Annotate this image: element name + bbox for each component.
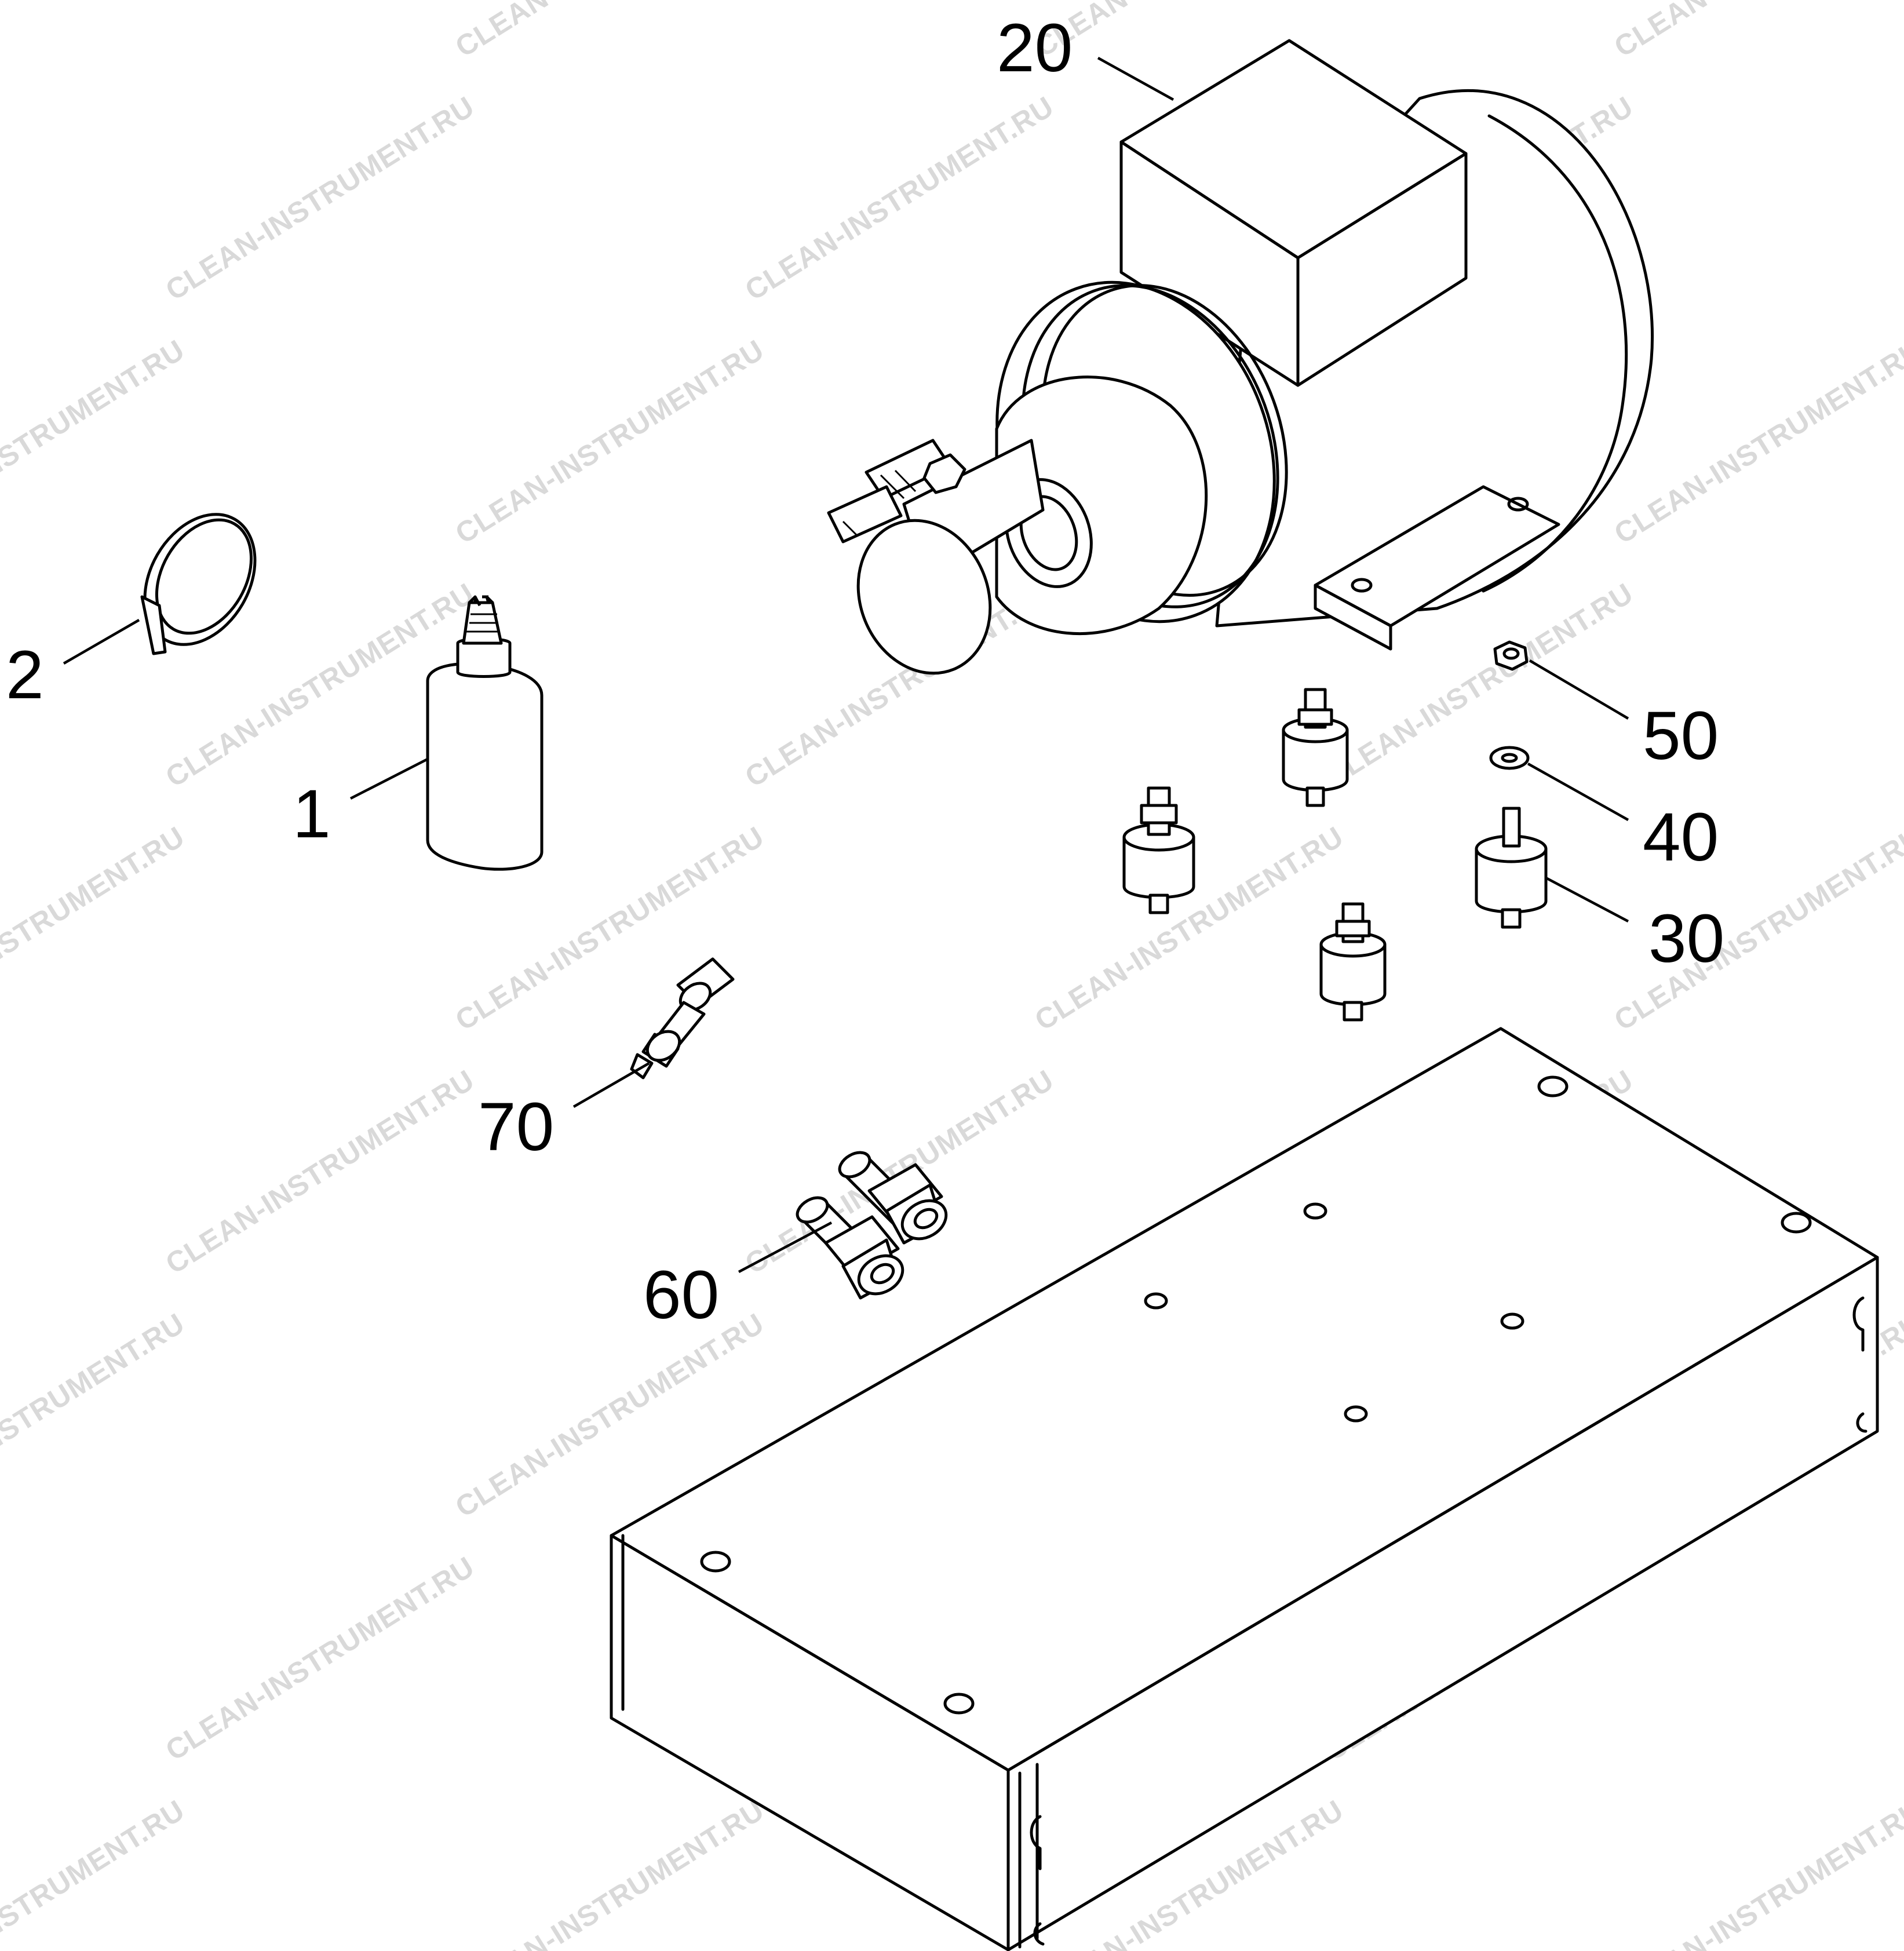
part-70-connector [630, 957, 735, 1080]
leader-2 [63, 619, 140, 665]
watermark-text: CLEAN-INSTRUMENT.RU [739, 1063, 1059, 1280]
callout-20: 20 [997, 10, 1073, 86]
callout-50: 50 [1643, 698, 1719, 774]
part-60-hose-fittings [796, 1151, 948, 1300]
watermark-text: CLEAN-INSTRUMENT.RU [0, 1307, 190, 1523]
base-tray [610, 1027, 1879, 1951]
watermark-text: CLEAN-INSTRUMENT.RU [0, 820, 190, 1037]
watermark-text: CLEAN-INSTRUMENT.RU [160, 90, 480, 307]
part-20-pump-motor [827, 39, 1654, 675]
watermark-text: CLEAN-INSTRUMENT.RU [450, 0, 769, 63]
leader-1 [349, 757, 429, 800]
part-1-bottle [426, 595, 544, 871]
leader-50 [1529, 659, 1629, 720]
leader-20 [1097, 57, 1175, 101]
watermark-text: CLEAN-INSTRUMENT.RU [1608, 333, 1904, 550]
watermark-text: CLEAN-INSTRUMENT.RU [739, 90, 1059, 307]
watermark-text: CLEAN-INSTRUMENT.RU [1898, 1550, 1904, 1767]
callouts: 20 2 1 50 40 30 70 60 [6, 10, 1724, 1333]
callout-70: 70 [478, 1089, 554, 1165]
callout-40: 40 [1643, 799, 1719, 876]
part-2-cable-tie [140, 513, 257, 655]
callout-60: 60 [643, 1257, 719, 1333]
leader-lines [63, 57, 1629, 1273]
leader-60 [738, 1221, 833, 1273]
callout-2: 2 [6, 637, 44, 713]
watermark-text: CLEAN-INSTRUMENT.RU [0, 333, 190, 550]
watermark-text: CLEAN-INSTRUMENT.RU [1608, 1793, 1904, 1951]
part-30-dampers [1122, 688, 1548, 1022]
watermark-text: CLEAN-INSTRUMENT.RU [1608, 0, 1904, 63]
watermark-text: CLEAN-INSTRUMENT.RU [0, 1793, 190, 1951]
part-50-nut [1493, 640, 1529, 671]
watermark-text: CLEAN-INSTRUMENT.RU [450, 333, 769, 550]
leader-70 [572, 1062, 650, 1108]
callout-1: 1 [293, 776, 331, 852]
watermark-text: CLEAN-INSTRUMENT.RU [160, 1550, 480, 1767]
watermark-text: CLEAN-INSTRUMENT.RU [1898, 577, 1904, 793]
watermark-text: CLEAN-INSTRUMENT.RU [1898, 1063, 1904, 1280]
leader-40 [1527, 763, 1629, 821]
callout-30: 30 [1648, 900, 1724, 977]
watermark-text: CLEAN-INSTRUMENT.RU [1898, 90, 1904, 307]
watermark-text: CLEAN-INSTRUMENT.RU [450, 1793, 769, 1951]
watermark-text: CLEAN-INSTRUMENT.RU [160, 1063, 480, 1280]
leader-30 [1545, 877, 1629, 922]
part-40-washer [1489, 746, 1530, 770]
watermark-text: CLEAN-INSTRUMENT.RU [0, 0, 190, 63]
